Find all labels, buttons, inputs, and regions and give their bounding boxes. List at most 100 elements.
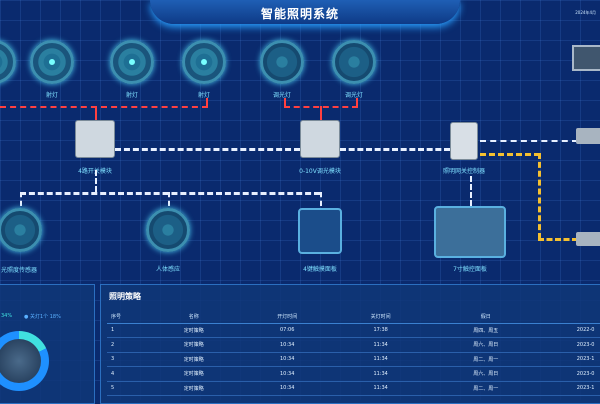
col-header: 关灯时间 <box>333 311 428 324</box>
table-cell: 2 <box>107 337 147 353</box>
donut-chart <box>0 331 49 391</box>
table-cell: 1 <box>107 323 147 338</box>
col-header: 假日 <box>427 311 545 324</box>
table-cell: 定时策略 <box>147 352 241 367</box>
module-label: 0-10V调光模块 <box>299 168 341 175</box>
wire-red <box>356 98 358 107</box>
dimming-module-icon[interactable] <box>300 120 340 158</box>
table-cell: 周六、周日 <box>427 366 545 382</box>
table-cell: 11:34 <box>333 381 428 396</box>
wire-bus <box>20 192 320 195</box>
lamp-label: 射灯 <box>197 92 210 99</box>
lamp-label: 射灯 <box>125 92 138 99</box>
wire-red <box>284 98 286 107</box>
table-cell: 17:38 <box>333 323 428 338</box>
light-sensor-icon[interactable] <box>0 208 42 252</box>
table-cell: 定时策略 <box>147 381 241 396</box>
wire-yellow <box>538 153 541 239</box>
table-cell: 定时策略 <box>147 323 241 338</box>
motion-sensor-icon[interactable] <box>146 208 190 252</box>
table-cell: 周六、周日 <box>427 337 545 353</box>
wire-bus <box>480 140 578 142</box>
wire-red <box>320 106 322 120</box>
on-percent: 34% <box>1 313 13 319</box>
table-cell: 11:34 <box>333 352 428 367</box>
table-cell: 11:34 <box>333 337 428 353</box>
donut-center <box>0 339 41 383</box>
off-legend: ● 关灯1个 18% <box>24 314 61 320</box>
gateway-controller-icon[interactable] <box>450 122 478 160</box>
device-label: 4键触摸面板 <box>303 266 337 273</box>
table-cell: 10:34 <box>240 352 334 367</box>
module-label: 4路开关模块 <box>78 168 112 175</box>
switch-device-icon <box>576 232 600 246</box>
device-label: 7寸触控面板 <box>453 266 487 273</box>
table-cell: 定时策略 <box>147 366 241 382</box>
table-cell: 11:34 <box>333 366 428 382</box>
device-label: 光照度传感器 <box>1 267 38 274</box>
router-icon <box>576 128 600 144</box>
monitor-icon <box>572 45 600 71</box>
module-label: 照明网关控制器 <box>442 168 485 175</box>
table-cell: 周二、周一 <box>427 381 545 396</box>
table-cell: 周四、周五 <box>427 323 545 338</box>
table-cell: 2022-0 <box>544 323 600 338</box>
table-header: 序号 名称 开灯时间 关灯时间 假日 <box>107 311 600 324</box>
lamp-label: 调光灯 <box>272 92 291 99</box>
stats-panel: 34% ● 关灯1个 18% <box>0 284 95 404</box>
off-label: 关灯1个 <box>29 314 49 320</box>
table-cell: 2023-1 <box>544 381 600 396</box>
table-cell: 10:34 <box>240 381 334 396</box>
page-title: 智能照明系统 <box>260 7 339 21</box>
table-cell: 定时策略 <box>147 337 241 353</box>
wire-bus <box>115 148 300 151</box>
wire-bus <box>340 148 450 151</box>
table-cell: 10:34 <box>240 366 334 382</box>
date-display: 2024年4月 <box>575 10 596 15</box>
table-cell: 3 <box>107 352 147 367</box>
four-key-panel-icon[interactable] <box>298 208 342 254</box>
wire-red <box>0 106 208 108</box>
header-banner <box>150 0 460 24</box>
spotlight-icon[interactable] <box>30 40 74 84</box>
table-cell: 10:34 <box>240 337 334 353</box>
table-cell: 5 <box>107 381 147 396</box>
wire-red <box>206 98 208 107</box>
wire-bus <box>168 192 170 206</box>
wire-bus <box>20 192 22 206</box>
spotlight-icon[interactable] <box>182 40 226 84</box>
switch-module-icon[interactable] <box>75 120 115 158</box>
dimmer-light-icon[interactable] <box>332 40 376 84</box>
dimmer-light-icon[interactable] <box>260 40 304 84</box>
table-cell: 07:06 <box>240 323 334 338</box>
off-percent: 18% <box>49 314 61 320</box>
table-cell: 2023-1 <box>544 352 600 367</box>
table-cell: 2023-0 <box>544 366 600 382</box>
spotlight-icon[interactable] <box>110 40 154 84</box>
wire-bus <box>95 170 97 192</box>
table-cell: 2023-0 <box>544 337 600 353</box>
lamp-label: 调光灯 <box>344 92 363 99</box>
wire-yellow <box>538 238 578 241</box>
touch-panel-icon[interactable] <box>434 206 506 258</box>
strategy-title: 照明策略 <box>109 292 141 301</box>
col-header: 序号 <box>107 311 147 324</box>
table-cell: 4 <box>107 366 147 382</box>
col-header: 名称 <box>147 311 241 324</box>
col-header <box>544 311 600 324</box>
col-header: 开灯时间 <box>240 311 334 324</box>
table-cell: 周二、周一 <box>427 352 545 367</box>
device-label: 人体感应 <box>155 266 180 273</box>
wire-yellow <box>480 153 540 156</box>
wire-red <box>95 106 97 120</box>
wire-bus <box>470 176 472 206</box>
wire-bus <box>320 192 322 206</box>
lamp-label: 射灯 <box>45 92 58 99</box>
